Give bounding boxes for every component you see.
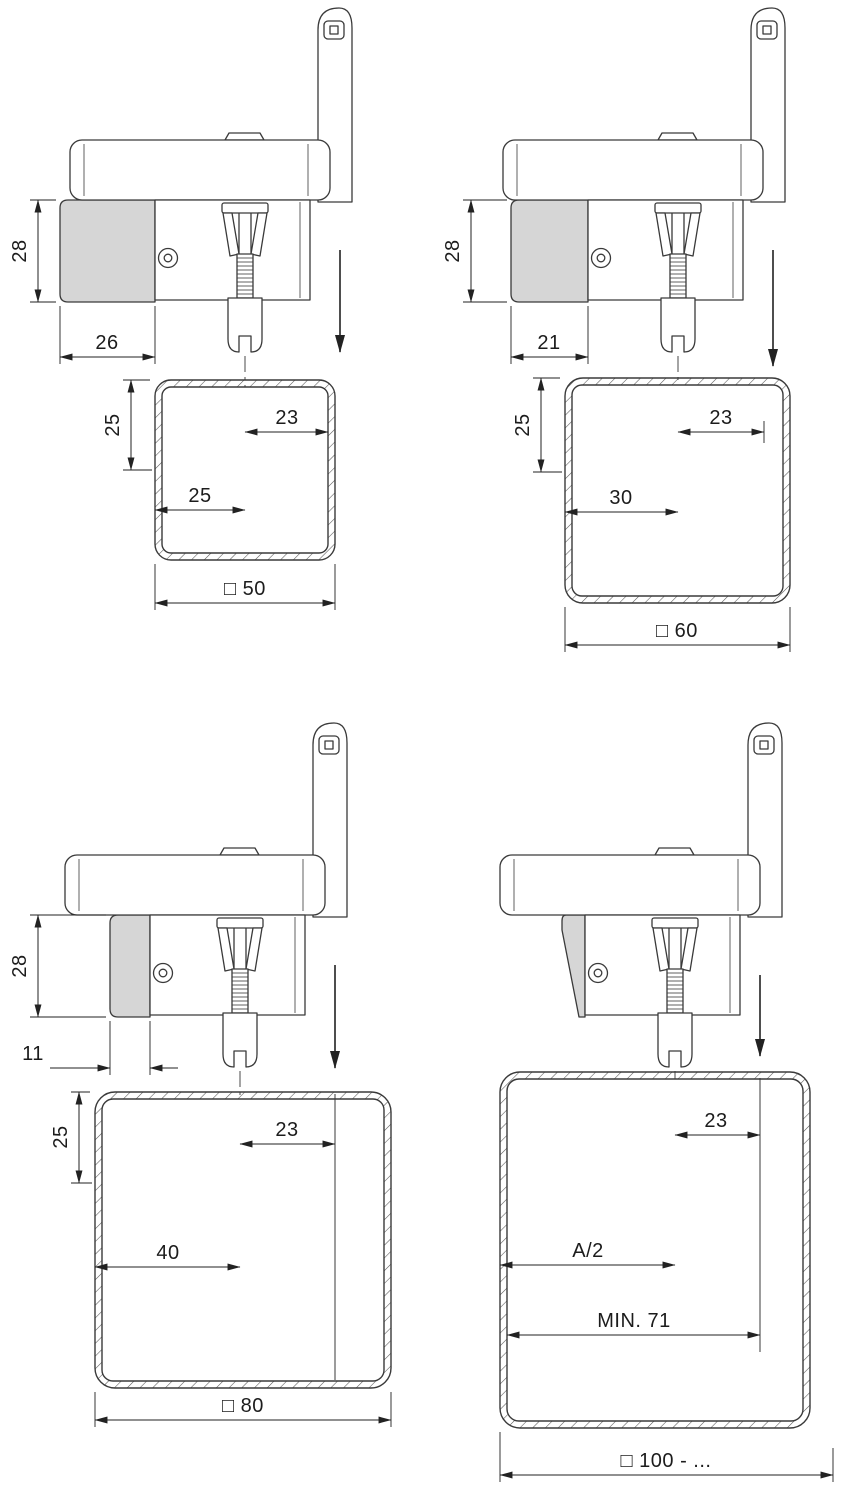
- dim-height: 28: [9, 914, 106, 1018]
- spacer-block: [510, 199, 589, 303]
- variant-50: 28 26 25 23 25 □ 50: [9, 7, 353, 610]
- latch-assembly: [64, 722, 348, 1068]
- dim-label-size: □ 100 - ...: [621, 1450, 712, 1472]
- dim-label-min-width: MIN. 71: [597, 1310, 671, 1332]
- tube-cross-section-50: [154, 379, 336, 561]
- dim-label-depth: 25: [102, 413, 124, 436]
- dim-size: □ 100 - ...: [499, 1432, 834, 1482]
- dim-size: □ 50: [154, 564, 336, 610]
- dim-label-height: 28: [442, 239, 464, 262]
- dim-min-width: MIN. 71: [506, 1310, 761, 1339]
- tube-cross-section-60: [564, 377, 791, 604]
- dim-offset: 11: [22, 1021, 178, 1075]
- variant-100: 23 A/2 MIN. 71 □ 100 - ...: [499, 722, 834, 1482]
- variant-60: 28 21 25 23 30 □ 60: [442, 7, 791, 652]
- dim-height: 28: [442, 199, 507, 303]
- dim-label-to-left: 40: [156, 1242, 179, 1264]
- dim-label-to-right: 23: [704, 1110, 727, 1132]
- dim-depth: 25: [102, 379, 152, 471]
- dim-label-to-left: 30: [609, 487, 632, 509]
- dim-to-right: 23: [244, 407, 329, 436]
- dim-label-height: 28: [9, 954, 31, 977]
- dim-label-size: □ 60: [656, 620, 698, 642]
- dim-size: □ 80: [94, 1392, 392, 1427]
- dim-size: □ 60: [564, 607, 791, 652]
- dim-label-to-right: 23: [275, 407, 298, 429]
- dim-depth: 25: [512, 377, 562, 473]
- dim-depth: 25: [50, 1091, 92, 1184]
- dim-to-left: 25: [154, 485, 246, 514]
- spacer-block: [59, 199, 156, 303]
- variant-80: 28 11 25 23 40 □ 80: [9, 722, 392, 1427]
- dim-offset: 21: [510, 306, 589, 364]
- dim-label-to-right: 23: [275, 1119, 298, 1141]
- dim-to-left: 30: [564, 487, 679, 516]
- dim-to-right: 23: [677, 407, 765, 443]
- dim-to-right: 23: [239, 1119, 336, 1148]
- dim-to-left: A/2: [499, 1240, 676, 1269]
- spacer-block: [561, 914, 586, 1018]
- dim-label-depth: 25: [50, 1125, 72, 1148]
- dim-label-to-left: A/2: [572, 1240, 604, 1262]
- dim-label-offset: 11: [22, 1043, 44, 1065]
- dim-label-size: □ 80: [222, 1395, 264, 1417]
- dim-label-offset: 26: [95, 332, 118, 354]
- dim-label-offset: 21: [537, 332, 560, 354]
- dim-label-to-left: 25: [188, 485, 211, 507]
- dim-label-to-right: 23: [709, 407, 732, 429]
- dim-height: 28: [9, 199, 56, 303]
- dim-offset: 26: [59, 306, 156, 364]
- dim-label-depth: 25: [512, 413, 534, 436]
- dim-label-size: □ 50: [224, 578, 266, 600]
- dim-label-height: 28: [9, 239, 31, 262]
- dim-to-right: 23: [674, 1110, 761, 1139]
- dim-to-left: 40: [94, 1242, 241, 1271]
- latch-assembly: [499, 722, 783, 1068]
- tube-cross-section-80: [94, 1091, 392, 1389]
- spacer-block: [109, 914, 151, 1018]
- tube-cross-section-100: [499, 1071, 811, 1429]
